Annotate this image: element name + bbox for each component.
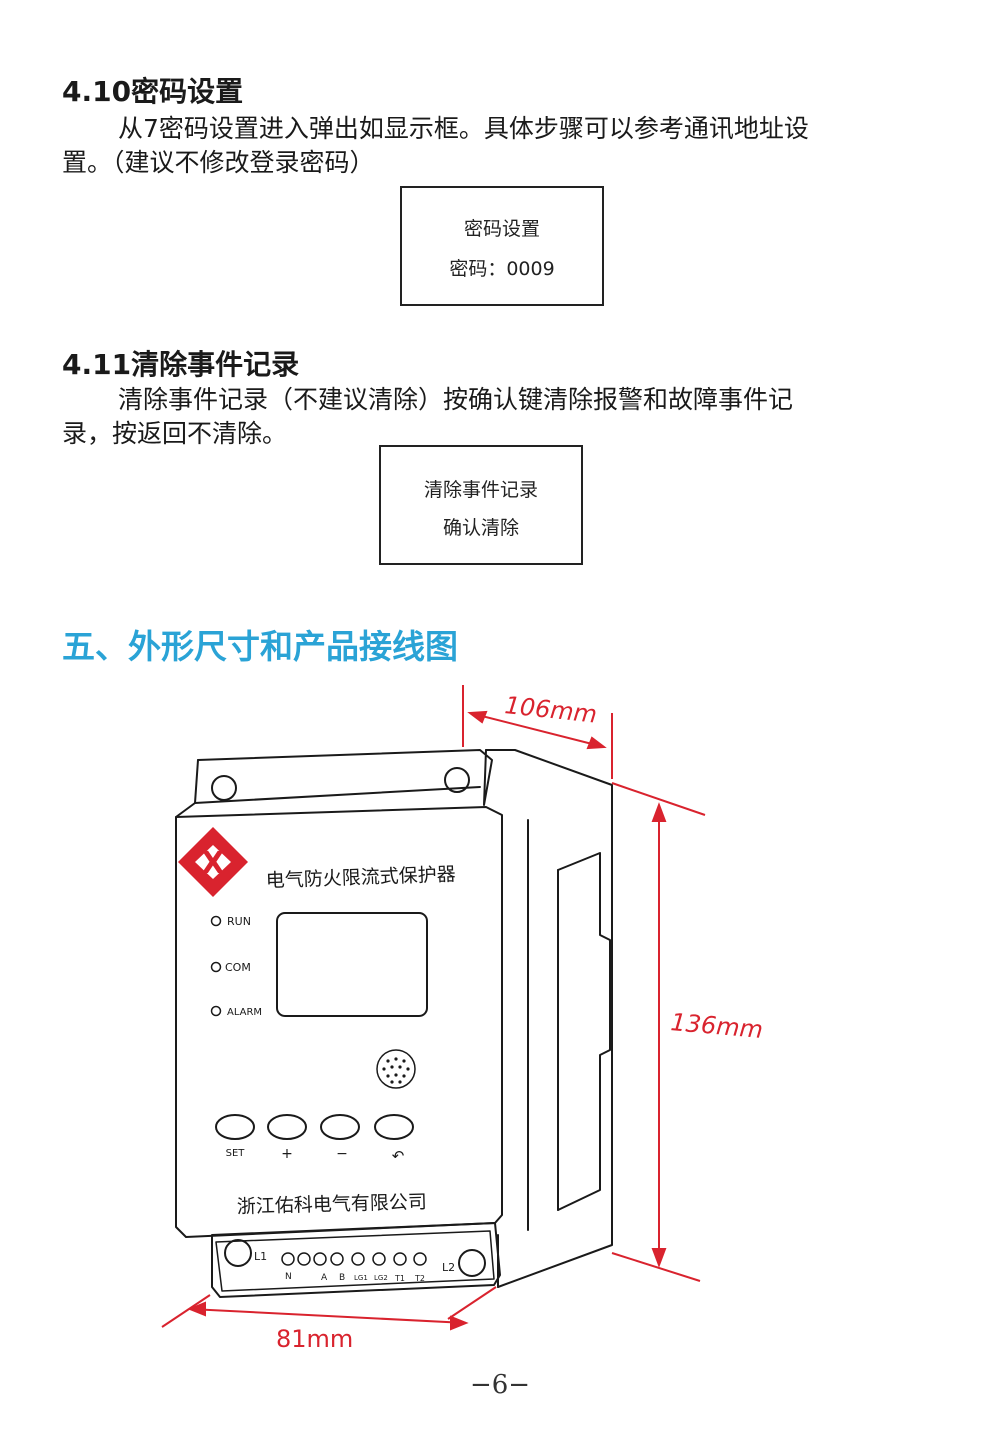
section-4-11-line2: 录，按返回不清除。 bbox=[62, 419, 288, 448]
width-dimension-label: 81mm bbox=[276, 1325, 353, 1353]
device-speaker-grill bbox=[376, 1049, 416, 1089]
button-plus-label: + bbox=[281, 1146, 293, 1162]
height-dimension-label: 136mm bbox=[669, 1008, 764, 1044]
indicator-run-label: RUN bbox=[227, 915, 251, 928]
password-display-value: 密码：0009 bbox=[449, 258, 555, 280]
section-4-10-title: 4.10密码设置 bbox=[62, 75, 244, 108]
password-display-title: 密码设置 bbox=[463, 218, 540, 240]
terminal-label-l1: L1 bbox=[254, 1250, 267, 1263]
section-4-11-body: 清除事件记录（不建议清除）按确认键清除报警和故障事件记 录，按返回不清除。 bbox=[62, 383, 902, 451]
terminal-label-lg1: LG1 bbox=[354, 1274, 368, 1282]
terminal-label-b: B bbox=[339, 1273, 345, 1283]
device-side-grip bbox=[557, 852, 611, 1211]
device-front-face bbox=[175, 806, 503, 1238]
device-manufacturer: 浙江佑科电气有限公司 bbox=[237, 1191, 428, 1218]
depth-dimension-line bbox=[469, 712, 605, 748]
section-4-11-line1: 清除事件记录（不建议清除）按确认键清除报警和故障事件记 bbox=[118, 385, 794, 414]
section-4-10-body: 从7密码设置进入弹出如显示框。具体步骤可以参考通讯地址设 置。（建议不修改登录密… bbox=[62, 112, 902, 180]
terminal-label-n: N bbox=[285, 1272, 292, 1282]
clear-records-display-title: 清除事件记录 bbox=[423, 479, 538, 501]
terminal-label-lg2: LG2 bbox=[374, 1274, 388, 1282]
device-lcd-window bbox=[276, 912, 428, 1017]
terminal-label-t1: T1 bbox=[394, 1274, 405, 1283]
button-minus-label: − bbox=[336, 1146, 348, 1162]
password-display-box: 密码设置 密码：0009 bbox=[400, 186, 604, 306]
clear-records-display-box: 清除事件记录 确认清除 bbox=[379, 445, 583, 565]
device-button-minus bbox=[320, 1114, 360, 1140]
clear-records-display-confirm: 确认清除 bbox=[442, 517, 519, 539]
device-button-back bbox=[374, 1114, 414, 1140]
device-terminal-base bbox=[211, 1222, 501, 1298]
width-dimension-line bbox=[189, 1308, 467, 1324]
logo-letter: X bbox=[201, 846, 224, 881]
device-drawing: X 电气防火限流式保护器 RUN COM ALARM SET + − ↶ 浙江佑… bbox=[161, 685, 764, 1353]
terminal-label-t2: T2 bbox=[414, 1274, 425, 1283]
indicator-com-label: COM bbox=[225, 961, 251, 974]
terminal-label-l2: L2 bbox=[442, 1261, 455, 1274]
device-button-plus bbox=[267, 1114, 307, 1140]
device-top-clip bbox=[197, 749, 493, 806]
device-button-set bbox=[215, 1114, 255, 1140]
depth-dimension-label: 106mm bbox=[503, 691, 598, 729]
terminal-label-a: A bbox=[321, 1273, 328, 1283]
button-set-label: SET bbox=[226, 1148, 246, 1159]
company-logo-icon: X bbox=[178, 827, 248, 897]
section-4-10-line1: 从7密码设置进入弹出如显示框。具体步骤可以参考通讯地址设 bbox=[118, 114, 809, 143]
section-5-title: 五、外形尺寸和产品接线图 bbox=[62, 627, 458, 666]
page-number: −6− bbox=[469, 1370, 531, 1400]
indicator-alarm-label: ALARM bbox=[227, 1007, 262, 1018]
device-side-body bbox=[485, 749, 613, 1288]
button-back-label: ↶ bbox=[392, 1147, 405, 1165]
section-4-11-title: 4.11清除事件记录 bbox=[62, 348, 300, 381]
device-product-name: 电气防火限流式保护器 bbox=[265, 863, 456, 892]
section-4-10-line2: 置。（建议不修改登录密码） bbox=[62, 148, 375, 177]
